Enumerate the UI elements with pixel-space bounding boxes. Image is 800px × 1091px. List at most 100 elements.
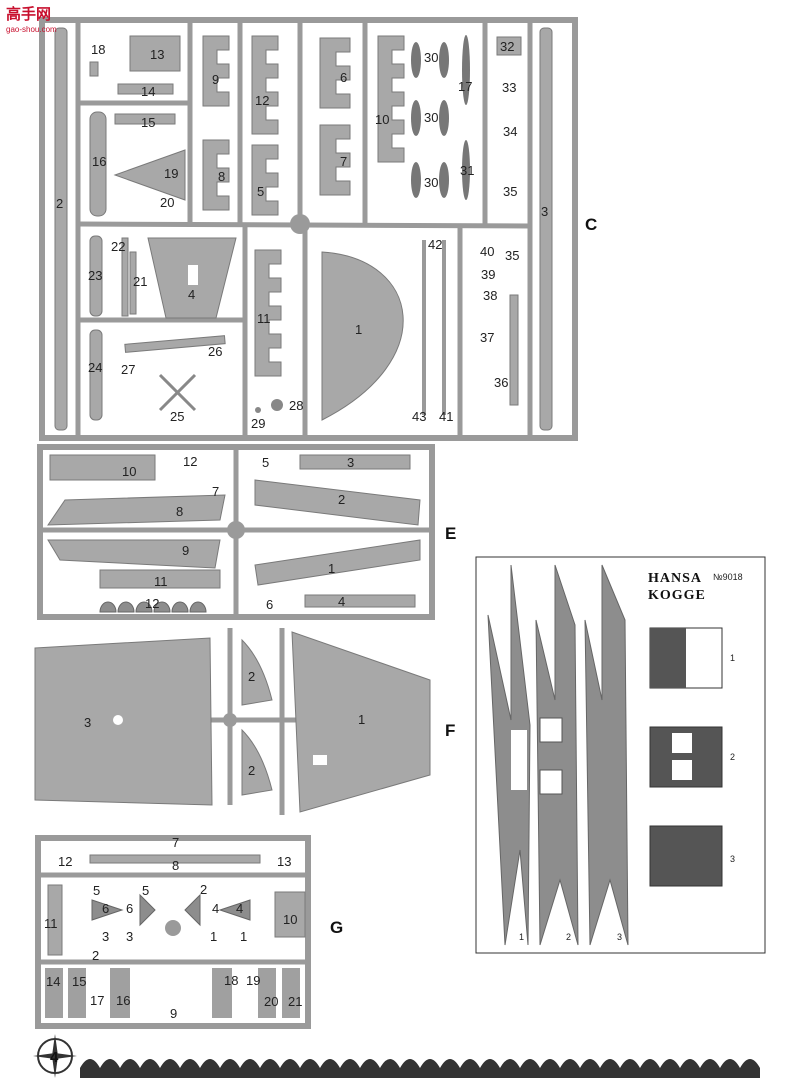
flags-title-1: HANSA <box>648 571 702 586</box>
part-c-22: 22 <box>111 239 125 254</box>
part-c-40: 40 <box>480 244 494 259</box>
part-g-16: 16 <box>116 993 130 1008</box>
part-c-35a: 35 <box>503 184 517 199</box>
part-c-5: 5 <box>257 184 264 199</box>
part-g-20: 20 <box>264 994 278 1009</box>
part-e-3: 3 <box>347 455 354 470</box>
flag-number-3: 3 <box>730 854 735 864</box>
part-c-16: 16 <box>92 154 106 169</box>
part-c-29: 29 <box>251 416 265 431</box>
part-c-37: 37 <box>480 330 494 345</box>
part-c-27: 27 <box>121 362 135 377</box>
part-e-6: 6 <box>266 597 273 612</box>
pennant-number-2: 2 <box>566 932 571 942</box>
part-g-19: 19 <box>246 973 260 988</box>
flag-number-1: 1 <box>730 653 735 663</box>
footer-wave <box>80 1059 760 1078</box>
watermark-cn: 高手网 <box>6 5 51 23</box>
part-g-11: 11 <box>44 916 58 931</box>
part-c-17: 17 <box>458 79 472 94</box>
part-g-3a: 3 <box>102 929 109 944</box>
part-g-6a: 6 <box>102 901 109 916</box>
part-f-3: 3 <box>84 715 91 730</box>
part-c-35b: 35 <box>505 248 519 263</box>
part-c-15: 15 <box>141 115 155 130</box>
part-e-4: 4 <box>338 594 345 609</box>
part-e-10: 10 <box>122 464 136 479</box>
part-e-5: 5 <box>262 455 269 470</box>
part-c-31: 31 <box>460 163 474 178</box>
sprue-label-e: E <box>445 524 456 543</box>
part-c-34: 34 <box>503 124 517 139</box>
part-c-19: 19 <box>164 166 178 181</box>
part-c-7: 7 <box>340 154 347 169</box>
part-g-17: 17 <box>90 993 104 1008</box>
part-c-21: 21 <box>133 274 147 289</box>
part-c-30b: 30 <box>424 110 438 125</box>
flag-number-2: 2 <box>730 752 735 762</box>
watermark-logo: 高手网 gao-shou.com <box>6 5 57 34</box>
sprue-g: 7 8 12 13 5 5 6 6 3 3 2 2 4 4 1 1 11 10 … <box>35 835 343 1029</box>
part-g-15: 15 <box>72 974 86 989</box>
part-c-30a: 30 <box>424 50 438 65</box>
part-c-43: 43 <box>412 409 426 424</box>
catalog-number: №9018 <box>713 572 743 582</box>
part-c-1: 1 <box>355 322 362 337</box>
part-c-25: 25 <box>170 409 184 424</box>
part-g-5b: 5 <box>142 883 149 898</box>
part-g-12: 12 <box>58 854 72 869</box>
part-g-13: 13 <box>277 854 291 869</box>
part-c-23: 23 <box>88 268 102 283</box>
part-e-7: 7 <box>212 484 219 499</box>
part-g-14: 14 <box>46 974 60 989</box>
part-g-7: 7 <box>172 835 179 850</box>
part-c-4: 4 <box>188 287 195 302</box>
compass-icon: 4 <box>33 1034 77 1078</box>
part-g-10: 10 <box>283 912 297 927</box>
flags-title-2: KOGGE <box>648 588 706 603</box>
part-c-10: 10 <box>375 112 389 127</box>
part-g-3b: 3 <box>126 929 133 944</box>
part-g-4a: 4 <box>212 901 219 916</box>
part-g-9: 9 <box>170 1006 177 1021</box>
part-c-41: 41 <box>439 409 453 424</box>
part-c-28: 28 <box>289 398 303 413</box>
part-c-8: 8 <box>218 169 225 184</box>
part-e-12a: 12 <box>183 454 197 469</box>
part-c-12: 12 <box>255 93 269 108</box>
pennant-number-1: 1 <box>519 932 524 942</box>
part-c-3: 3 <box>541 204 548 219</box>
sprue-c: 18 13 14 15 16 19 20 9 8 12 5 6 7 10 30 … <box>39 17 597 441</box>
part-c-9: 9 <box>212 72 219 87</box>
part-g-2b: 2 <box>200 882 207 897</box>
part-c-13: 13 <box>150 47 164 62</box>
part-c-30c: 30 <box>424 175 438 190</box>
part-f-1: 1 <box>358 712 365 727</box>
part-g-18: 18 <box>224 973 238 988</box>
part-c-33: 33 <box>502 80 516 95</box>
sprue-label-c: C <box>585 215 597 234</box>
part-c-42: 42 <box>428 237 442 252</box>
part-f-2b: 2 <box>248 763 255 778</box>
sprue-label-f: F <box>445 721 455 740</box>
part-g-1b: 1 <box>240 929 247 944</box>
part-e-11: 11 <box>154 574 168 589</box>
part-g-6b: 6 <box>126 901 133 916</box>
part-c-26: 26 <box>208 344 222 359</box>
part-e-9: 9 <box>182 543 189 558</box>
flags-sheet: HANSA KOGGE №9018 1 2 3 1 2 3 <box>475 556 766 954</box>
part-c-2: 2 <box>56 196 63 211</box>
part-c-38: 38 <box>483 288 497 303</box>
part-g-8: 8 <box>172 858 179 873</box>
part-c-36: 36 <box>494 375 508 390</box>
part-e-2: 2 <box>338 492 345 507</box>
part-c-14: 14 <box>141 84 155 99</box>
part-g-5a: 5 <box>93 883 100 898</box>
part-g-21: 21 <box>288 994 302 1009</box>
part-c-32: 32 <box>500 39 514 54</box>
part-g-2a: 2 <box>92 948 99 963</box>
sprue-label-g: G <box>330 918 343 937</box>
part-c-20: 20 <box>160 195 174 210</box>
sprue-f: 3 2 2 1 F <box>34 628 455 815</box>
